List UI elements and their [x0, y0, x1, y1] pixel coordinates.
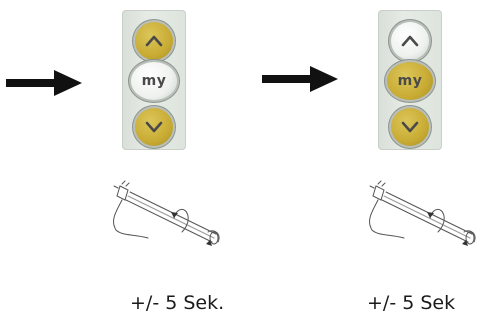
my-button[interactable]: my	[387, 62, 433, 100]
tubular-motor-icon	[369, 180, 476, 246]
my-button[interactable]: my	[131, 62, 177, 100]
duration-caption-step-2: +/- 5 Sek	[367, 292, 456, 314]
remote-control-step-1: my	[122, 10, 186, 150]
down-button[interactable]	[135, 108, 173, 146]
duration-caption-step-1: +/- 5 Sek.	[130, 292, 225, 314]
up-button[interactable]	[135, 22, 173, 60]
my-button-label: my	[141, 73, 167, 89]
arrow-right-icon	[6, 70, 82, 96]
rotation-arrow-icon	[173, 209, 189, 233]
chevron-up-icon	[145, 35, 163, 47]
down-button[interactable]	[391, 108, 429, 146]
chevron-down-icon	[401, 121, 419, 133]
remote-control-step-2: my	[378, 10, 442, 150]
tubular-motor-icon	[113, 180, 220, 246]
chevron-up-icon	[401, 35, 419, 47]
rotation-arrow-icon	[429, 209, 445, 233]
my-button-label: my	[397, 73, 423, 89]
up-button[interactable]	[391, 22, 429, 60]
chevron-down-icon	[145, 121, 163, 133]
arrow-right-icon	[262, 66, 338, 92]
